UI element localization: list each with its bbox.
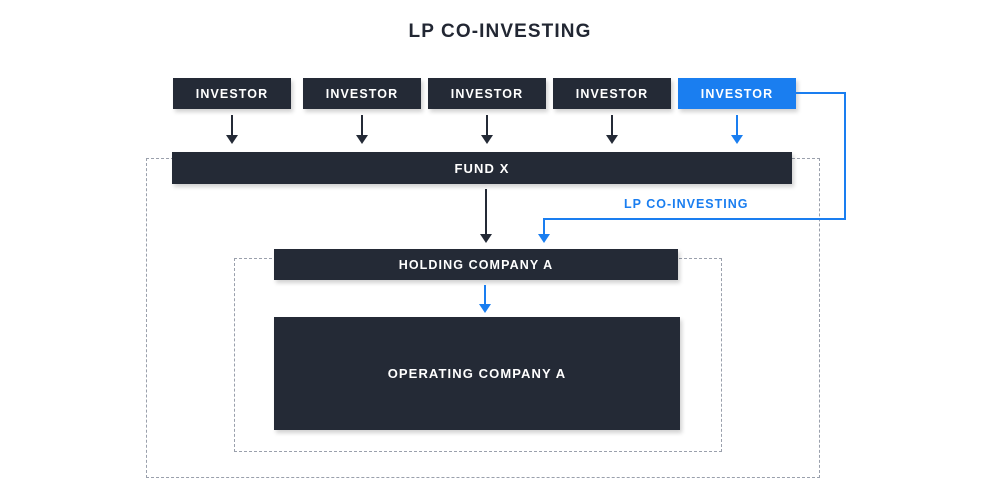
investor-node-1-label: INVESTOR xyxy=(195,86,269,101)
operating-company-node[interactable]: OPERATING COMPANY A xyxy=(274,317,680,430)
investor-node-4-label: INVESTOR xyxy=(575,86,649,101)
connector-investor-3-to-fund xyxy=(486,115,488,137)
arrowhead-investor-5-to-fund xyxy=(731,135,743,144)
connector-fund-to-holding xyxy=(485,189,487,235)
connector-investor-2-to-fund xyxy=(361,115,363,137)
arrowhead-investor-2-to-fund xyxy=(356,135,368,144)
investor-node-4[interactable]: INVESTOR xyxy=(553,78,671,109)
connector-holding-to-operating xyxy=(484,285,486,307)
investor-node-2[interactable]: INVESTOR xyxy=(303,78,421,109)
coinvest-line-segment-right xyxy=(792,92,846,94)
arrowhead-fund-to-holding xyxy=(480,234,492,243)
coinvest-line-segment-left xyxy=(544,218,846,220)
investor-node-3-label: INVESTOR xyxy=(450,86,524,101)
holding-company-label: HOLDING COMPANY A xyxy=(398,257,554,272)
holding-company-node[interactable]: HOLDING COMPANY A xyxy=(274,249,678,280)
arrowhead-investor-3-to-fund xyxy=(481,135,493,144)
arrowhead-holding-to-operating xyxy=(479,304,491,313)
connector-investor-1-to-fund xyxy=(231,115,233,137)
connector-investor-5-to-fund xyxy=(736,115,738,137)
page-title: LP CO-INVESTING xyxy=(408,21,592,42)
connector-investor-4-to-fund xyxy=(611,115,613,137)
fund-node-label: FUND X xyxy=(454,160,510,176)
arrowhead-investor-1-to-fund xyxy=(226,135,238,144)
fund-node[interactable]: FUND X xyxy=(172,152,792,184)
investor-node-5-highlighted[interactable]: INVESTOR xyxy=(678,78,796,109)
arrowhead-coinvest-to-holding xyxy=(538,234,550,243)
operating-company-label: OPERATING COMPANY A xyxy=(387,366,567,381)
investor-node-1[interactable]: INVESTOR xyxy=(173,78,291,109)
investor-node-3[interactable]: INVESTOR xyxy=(428,78,546,109)
investor-node-2-label: INVESTOR xyxy=(325,86,399,101)
coinvest-line-segment-drop xyxy=(543,218,545,236)
coinvest-flow-label: LP CO-INVESTING xyxy=(624,197,749,211)
arrowhead-investor-4-to-fund xyxy=(606,135,618,144)
investor-node-5-label: INVESTOR xyxy=(700,86,774,101)
coinvest-line-segment-down xyxy=(844,92,846,220)
